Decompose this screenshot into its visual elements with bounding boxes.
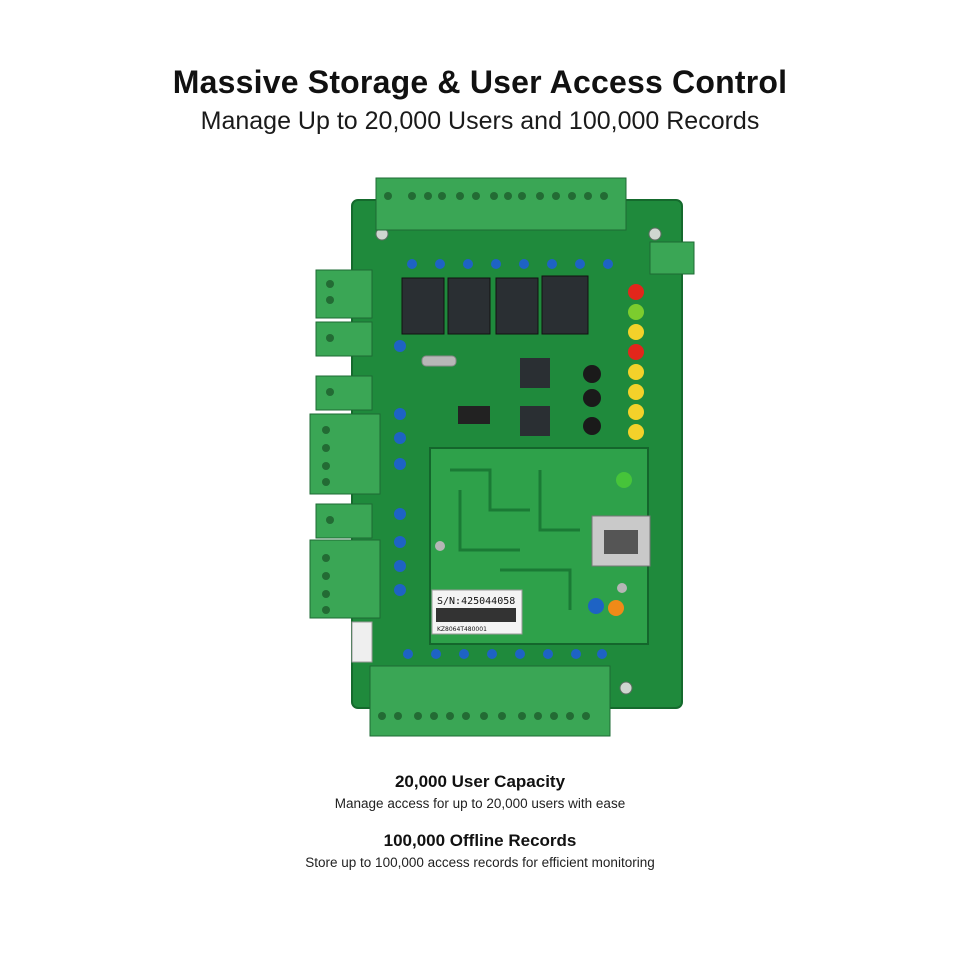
feature-user-capacity: 20,000 User Capacity Manage access for u… xyxy=(0,772,960,811)
feature-offline-records: 100,000 Offline Records Store up to 100,… xyxy=(0,831,960,870)
feature-description: Manage access for up to 20,000 users wit… xyxy=(334,796,626,811)
feature-title: 100,000 Offline Records xyxy=(383,831,577,850)
white-connector xyxy=(351,621,373,663)
mounting-hole xyxy=(619,681,633,695)
features: 20,000 User Capacity Manage access for u… xyxy=(0,772,960,890)
left-terminal-blocks xyxy=(309,269,381,619)
model-label: KZ8064T480001 xyxy=(437,626,487,633)
capacitors xyxy=(394,259,613,659)
regulators xyxy=(520,358,601,436)
feature-title: 20,000 User Capacity xyxy=(394,772,566,791)
right-terminal-block xyxy=(649,241,695,275)
subheadline: Manage Up to 20,000 Users and 100,000 Re… xyxy=(200,107,760,135)
bottom-terminal-blocks xyxy=(369,665,611,737)
ic-chip xyxy=(458,406,490,424)
top-terminal-blocks xyxy=(375,177,627,231)
resistor xyxy=(421,355,457,367)
relays xyxy=(401,275,589,335)
serial-number-label: S/N:425044058 xyxy=(437,596,515,607)
mounting-hole xyxy=(648,227,662,241)
feature-description: Store up to 100,000 access records for e… xyxy=(305,855,655,870)
header: Massive Storage & User Access Control Ma… xyxy=(0,64,960,136)
headline: Massive Storage & User Access Control xyxy=(172,64,788,100)
serial-sticker: S/N:425044058 KZ8064T480001 xyxy=(431,589,523,635)
network-module xyxy=(429,447,651,645)
status-leds xyxy=(628,284,644,440)
access-control-board-image: S/N:425044058 KZ8064T480001 xyxy=(309,177,695,737)
